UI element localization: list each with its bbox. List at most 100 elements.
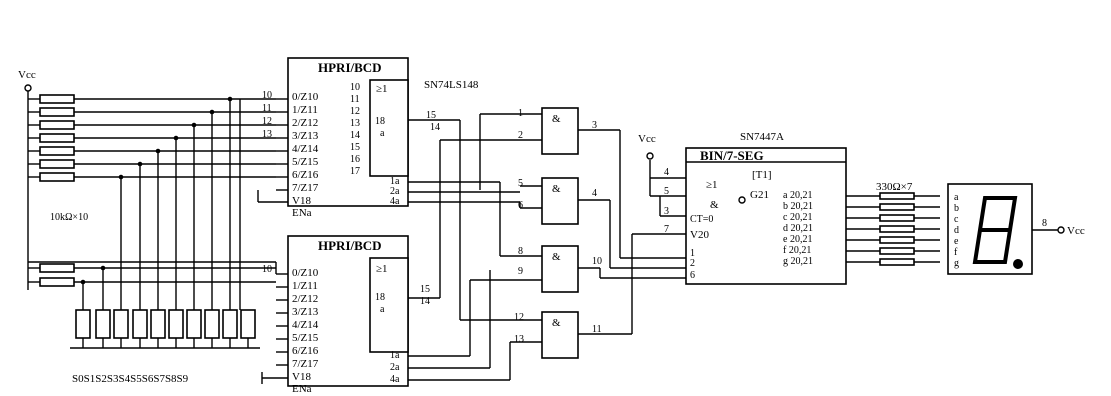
gate-3: & 8 9 10 — [518, 245, 602, 293]
gate-2-out: 4 — [592, 188, 597, 199]
top-or-17: 17 — [350, 166, 360, 177]
bot-a-label: a — [380, 304, 385, 315]
dec-out-g: g 20,21 — [783, 256, 813, 267]
decoder-g21: G21 — [750, 189, 769, 201]
gate-1-out: 3 — [592, 120, 597, 131]
top-in-9: ENa — [292, 207, 312, 219]
bot-in-2: 2/Z12 — [292, 293, 318, 305]
dec-out-b: b 20,21 — [783, 201, 813, 212]
switch-labels: S0S1S2S3S4S5S6S7S8S9 — [72, 373, 189, 385]
gate-1: & 1 2 3 — [518, 107, 597, 155]
gate-2-symbol: & — [552, 183, 561, 195]
gate-3-in-a: 8 — [518, 246, 523, 257]
gate-1-in-b: 2 — [518, 130, 523, 141]
top-in-3: 3/Z13 — [292, 130, 319, 142]
gate-4-symbol: & — [552, 317, 561, 329]
decoder-t1: [T1] — [752, 169, 772, 181]
switch-row — [70, 309, 260, 349]
gate-1-symbol: & — [552, 113, 561, 125]
bot-pin-10: 10 — [262, 264, 272, 275]
top-pin15: 15 — [426, 110, 436, 121]
seg-d: d — [954, 225, 959, 236]
dec-in-5: 5 — [664, 186, 669, 197]
top-a-label: a — [380, 128, 385, 139]
interconnect-wiring — [408, 113, 686, 381]
bot-in-8: V18 — [292, 371, 311, 383]
seg-a: a — [954, 192, 959, 203]
vcc-mid-terminal — [646, 152, 654, 160]
decoder-part: SN7447A — [740, 131, 784, 143]
dec-in-7: 7 — [664, 224, 669, 235]
bot-out-2a: 2a — [390, 362, 400, 373]
bot-out-4a: 4a — [390, 374, 400, 385]
gate-4-in-b: 13 — [514, 334, 524, 345]
dec-in-4: 4 — [664, 167, 669, 178]
gate-2-in-a: 5 — [518, 178, 523, 189]
bot-in-0: 0/Z10 — [292, 267, 319, 279]
top-in-0: 0/Z10 — [292, 91, 319, 103]
top-in-6: 6/Z16 — [292, 169, 319, 181]
bot-in-4: 4/Z14 — [292, 319, 319, 331]
bot-in-3: 3/Z13 — [292, 306, 319, 318]
top-or-14: 14 — [350, 130, 360, 141]
top-in-5: 5/Z15 — [292, 156, 319, 168]
top-out-4a: 4a — [390, 196, 400, 207]
top-pin18: 18 — [375, 116, 385, 127]
top-or-15: 15 — [350, 142, 360, 153]
bot-pin14: 14 — [420, 296, 430, 307]
top-or-10: 10 — [350, 82, 360, 93]
seven-segment-display: a b c d e f g — [947, 183, 1058, 275]
vcc-left-label: Vcc — [18, 69, 36, 81]
top-pin14: 14 — [430, 122, 440, 133]
bot-pin18: 18 — [375, 292, 385, 303]
bot-in-6: 6/Z16 — [292, 345, 319, 357]
top-or-16: 16 — [350, 154, 360, 165]
seg-b: b — [954, 203, 959, 214]
bot-in-9: ENa — [292, 383, 312, 395]
encoder-input-leads — [257, 98, 288, 384]
top-or-13: 13 — [350, 118, 360, 129]
segment-resistors — [846, 192, 940, 266]
top-pin-10: 10 — [262, 90, 272, 101]
bot-in-5: 5/Z15 — [292, 332, 319, 344]
top-pin-11: 11 — [262, 103, 272, 114]
bot-out-1a: 1a — [390, 350, 400, 361]
decoder-chip: BIN/7-SEG [T1] G21 V20 CT=0 ≥1 & 4 5 3 7… — [664, 147, 847, 285]
seg-f: f — [954, 247, 958, 258]
decoder-v20: V20 — [690, 229, 709, 241]
top-encoder-title: HPRI/BCD — [318, 60, 382, 75]
resistor-array — [28, 94, 75, 287]
top-or-12: 12 — [350, 106, 360, 117]
switch-drops — [80, 96, 241, 310]
top-in-4: 4/Z14 — [292, 143, 319, 155]
gate-4-in-a: 12 — [514, 312, 524, 323]
top-encoder-part: SN74LS148 — [424, 79, 479, 91]
decoder-title: BIN/7-SEG — [700, 148, 764, 163]
decoder-ct: CT=0 — [690, 214, 713, 225]
bottom-encoder-chip: HPRI/BCD ≥1 0/Z10 1/Z11 2/Z12 3/Z13 4/Z1… — [287, 235, 430, 395]
bottom-encoder-or: ≥1 — [376, 263, 388, 275]
gate-3-symbol: & — [552, 251, 561, 263]
top-or-11: 11 — [350, 94, 360, 105]
seg-c: c — [954, 214, 959, 225]
vcc-mid-label: Vcc — [638, 133, 656, 145]
top-in-2: 2/Z12 — [292, 117, 318, 129]
top-out-1a: 1a — [390, 176, 400, 187]
dec-in-2: 2 — [690, 258, 695, 269]
bot-in-1: 1/Z11 — [292, 280, 318, 292]
bot-pin15: 15 — [420, 284, 430, 295]
top-out-2a: 2a — [390, 186, 400, 197]
dec-out-f: f 20,21 — [783, 245, 811, 256]
gate-4-out: 11 — [592, 324, 602, 335]
dec-out-a: a 20,21 — [783, 190, 812, 201]
dec-out-d: d 20,21 — [783, 223, 813, 234]
gate-2: & 5 6 4 — [518, 177, 597, 225]
gate-3-in-b: 9 — [518, 266, 523, 277]
top-in-1: 1/Z11 — [292, 104, 318, 116]
dec-in-1: 1 — [690, 248, 695, 259]
gate-4: & 12 13 11 — [514, 311, 602, 359]
gate-3-out: 10 — [592, 256, 602, 267]
top-pin-12: 12 — [262, 116, 272, 127]
display-pin: 8 — [1042, 218, 1047, 229]
